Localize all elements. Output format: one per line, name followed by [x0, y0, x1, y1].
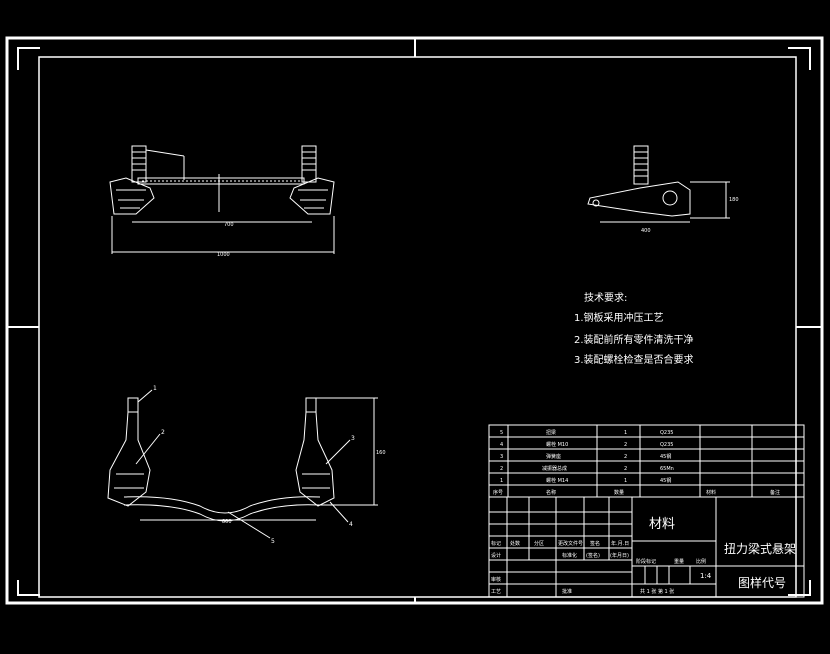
front-view: [109, 145, 335, 254]
side-dim-length: 400: [641, 228, 651, 234]
bottom-dim-height: 160: [376, 450, 386, 456]
bom-header-name: 名称: [546, 489, 556, 496]
bom-row-5-no: 1: [500, 478, 503, 484]
rev-label-sign: 签名: [590, 540, 600, 547]
tech-req-item-1: 1.钢板采用冲压工艺: [574, 311, 664, 324]
rev-label-count: 处数: [510, 540, 520, 547]
balloon-5: 5: [271, 538, 275, 545]
bom-row-4-qty: 2: [624, 466, 627, 472]
bom-table: [488, 424, 805, 498]
rev-label-mark: 标记: [491, 540, 501, 547]
scale-label: 比例: [696, 558, 706, 565]
bom-row-4-no: 2: [500, 466, 503, 472]
bom-row-1-no: 5: [500, 430, 503, 436]
rev-label-date: 年.月.日: [611, 540, 629, 547]
side-dim-height: 180: [729, 197, 739, 203]
std-label: 标准化: [562, 552, 577, 559]
bom-row-2-qty: 2: [624, 442, 627, 448]
bom-header-remark: 备注: [770, 489, 780, 496]
sign-label: (签名): [586, 552, 600, 559]
bom-header-material: 材料: [706, 489, 716, 496]
bom-row-4-material: 65Mn: [660, 466, 674, 472]
bom-row-5-material: 45钢: [660, 477, 671, 484]
bom-row-4-name: 减振器总成: [542, 465, 567, 472]
rev-label-zone: 分区: [534, 540, 544, 547]
bottom-dim-width: 800: [222, 519, 232, 525]
side-view: [587, 145, 730, 223]
drawing-title: 扭力梁式悬架: [724, 541, 796, 556]
bom-row-1-qty: 1: [624, 430, 627, 436]
bom-row-3-material: 45钢: [660, 453, 671, 460]
title-block: [488, 496, 805, 598]
tech-req-title: 技术要求:: [584, 291, 627, 304]
weight-label: 重量: [674, 558, 684, 565]
scale-value: 1:4: [700, 572, 712, 580]
approve-label: 批准: [562, 588, 572, 595]
role-process: 工艺: [491, 589, 501, 595]
bottom-view: [107, 389, 378, 539]
trim-marks: [7, 38, 822, 603]
balloon-1: 1: [153, 385, 157, 392]
stage-mark-label: 阶段标记: [636, 558, 656, 565]
bom-row-3-qty: 2: [624, 454, 627, 460]
inner-frame: [38, 56, 797, 598]
balloon-4: 4: [349, 521, 353, 528]
bom-row-2-name: 螺栓 M10: [546, 441, 568, 448]
bom-row-1-name: 扭梁: [546, 429, 556, 436]
bom-row-2-material: Q235: [660, 442, 673, 448]
role-review: 审核: [491, 576, 501, 583]
bom-row-5-name: 螺栓 M14: [546, 477, 568, 484]
outer-frame: [5, 36, 824, 605]
role-design: 设计: [491, 552, 501, 559]
date-label: (年月日): [610, 552, 629, 559]
bom-row-1-material: Q235: [660, 430, 673, 436]
front-dim-overall: 1000: [217, 252, 230, 258]
balloon-3: 3: [351, 435, 355, 442]
bom-row-2-no: 4: [500, 442, 503, 448]
material-label: 材料: [649, 517, 675, 532]
sheet-info: 共 1 张 第 1 张: [640, 588, 674, 595]
bom-header-no: 序号: [493, 489, 503, 496]
bom-row-3-name: 弹簧座: [546, 453, 561, 460]
tech-req-item-2: 2.装配前所有零件清洗干净: [574, 333, 694, 346]
front-dim-inner: 700: [224, 222, 234, 228]
rev-label-doc: 更改文件号: [558, 540, 583, 547]
tech-req-item-3: 3.装配螺栓检查是否合要求: [574, 353, 694, 366]
bom-header-qty: 数量: [614, 489, 624, 496]
balloon-2: 2: [161, 429, 165, 436]
bom-row-5-qty: 1: [624, 478, 627, 484]
drawing-code-label: 图样代号: [738, 575, 786, 590]
bom-row-3-no: 3: [500, 454, 503, 460]
